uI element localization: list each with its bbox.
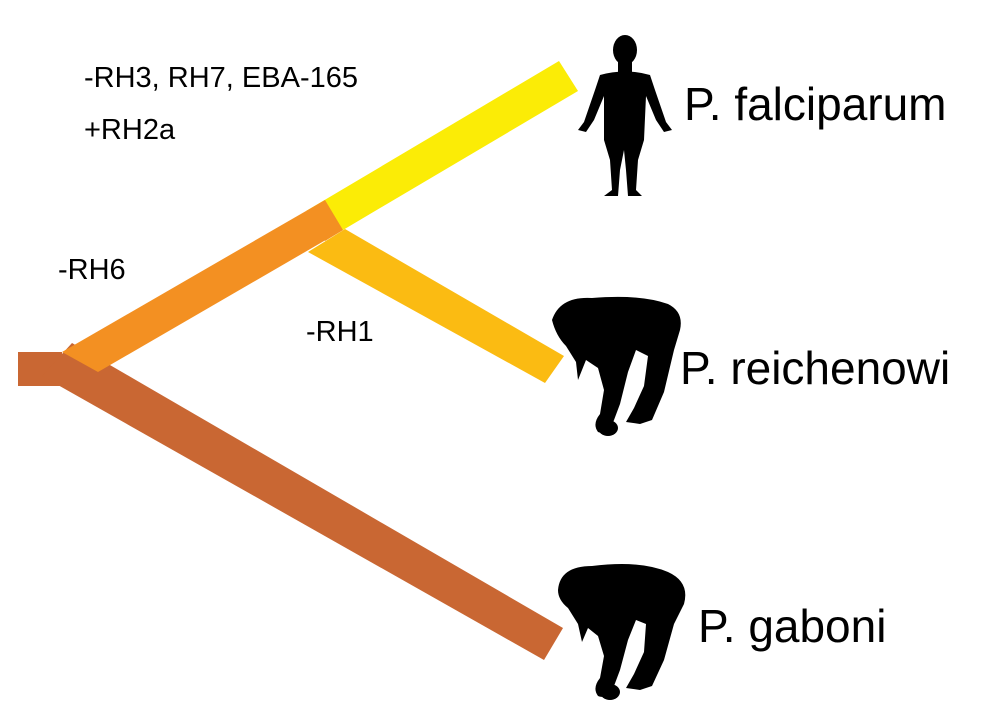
annotation-rh1: -RH1: [306, 316, 374, 348]
human-silhouette-icon: [578, 35, 672, 196]
branch-gaboni: [18, 343, 563, 660]
chimpanzee-silhouette-icon: [552, 296, 681, 436]
branch-node: [306, 200, 343, 241]
species-label-reichenowi: P. reichenowi: [680, 342, 951, 394]
annotation-top-line1: -RH3, RH7, EBA-165: [84, 62, 358, 94]
gorilla-silhouette-icon: [558, 564, 686, 700]
annotation-top-line2: +RH2a: [84, 114, 176, 146]
branch-falciparum: [306, 61, 578, 230]
annotation-rh6: -RH6: [58, 254, 126, 286]
species-label-gaboni: P. gaboni: [698, 600, 887, 652]
branch-inner: [62, 211, 343, 372]
species-label-falciparum: P. falciparum: [684, 78, 947, 130]
branch-reichenowi: [308, 229, 564, 383]
